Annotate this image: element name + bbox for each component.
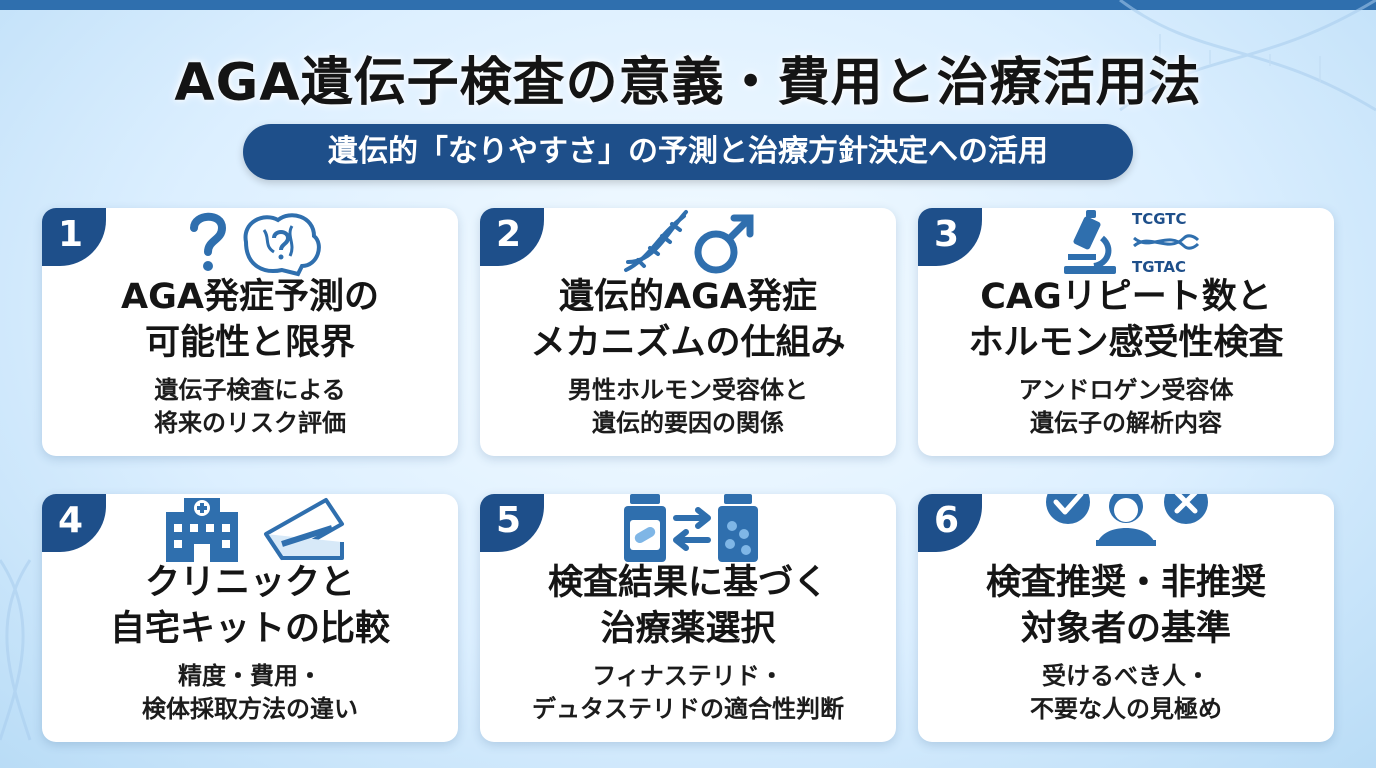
card-2: 2 遺伝的AGA発症メカニズムの仕組み 男性ホルモン受容体と遺伝的要因の関係: [480, 208, 896, 456]
card-1-icons: [190, 212, 321, 277]
microscope-icon: [1064, 210, 1116, 274]
pill-bottle-icon: [718, 494, 758, 562]
exchange-arrows-icon: [673, 507, 711, 551]
dna-sequence-icon: TCGTC TGTAC: [1132, 210, 1200, 276]
brain-question-icon: [243, 213, 321, 277]
svg-text:TGTAC: TGTAC: [1132, 258, 1186, 276]
card-5-icons: [624, 494, 758, 562]
card-5-heading: 検査結果に基づく治療薬選択: [547, 563, 828, 649]
card-2-icons: [624, 210, 754, 274]
person-icon: [1096, 494, 1156, 546]
card-1: 1 AGA発症予測の可能性と限界 遺伝子検査による将来のリスク評価: [42, 208, 458, 456]
card-2-heading: 遺伝的AGA発症メカニズムの仕組み: [530, 277, 846, 363]
cross-circle-icon: [1164, 494, 1208, 524]
card-4-heading: クリニックと自宅キットの比較: [109, 563, 390, 649]
card-3-icons: TCGTC TGTAC: [1064, 210, 1200, 276]
check-circle-icon: [1046, 494, 1090, 524]
dna-icon: [624, 210, 688, 272]
test-kit-box-icon: [264, 498, 344, 560]
card-5-subtext: フィナステリド・デュタステリドの適合性判断: [532, 662, 844, 723]
card-3-subtext: アンドロゲン受容体遺伝子の解析内容: [1018, 376, 1234, 437]
card-6: 6 検査推奨・非推奨対象者の基準 受けるべき人・不要な人の見極め: [918, 494, 1334, 742]
card-number-badge: 1: [42, 208, 106, 266]
top-accent-bar: [0, 0, 1376, 10]
question-mark-icon: [190, 212, 227, 271]
card-4: 4 クリニックと自宅キットの比較 精度・費用・検体採取方法の違い: [42, 494, 458, 742]
page-title: AGA遺伝子検査の意義・費用と治療活用法: [174, 53, 1202, 113]
card-4-icons: [166, 498, 344, 562]
hospital-icon: [166, 498, 238, 562]
page-subtitle: 遺伝的「なりやすさ」の予測と治療方針決定への活用: [243, 124, 1133, 180]
svg-text:TCGTC: TCGTC: [1132, 210, 1187, 228]
card-3: 3 TCGTC TGTAC CAGリピート数とホルモン感受性検査 アンドロゲン受…: [918, 208, 1334, 456]
card-6-icons: [1046, 494, 1208, 546]
card-6-heading: 検査推奨・非推奨対象者の基準: [985, 563, 1266, 649]
card-2-subtext: 男性ホルモン受容体と遺伝的要因の関係: [568, 376, 808, 437]
card-6-subtext: 受けるべき人・不要な人の見極め: [1030, 662, 1222, 723]
card-number-badge: 6: [918, 494, 982, 552]
card-4-subtext: 精度・費用・検体採取方法の違い: [142, 662, 358, 723]
male-symbol-icon: [694, 214, 754, 274]
card-1-subtext: 遺伝子検査による将来のリスク評価: [154, 376, 346, 437]
card-3-heading: CAGリピート数とホルモン感受性検査: [968, 277, 1284, 363]
capsule-bottle-icon: [624, 494, 666, 562]
card-5: 5 検査結果に基づく治療薬選択 フィナステリド・デュタステリドの適合性判断: [480, 494, 896, 742]
card-1-heading: AGA発症予測の可能性と限界: [121, 277, 379, 363]
